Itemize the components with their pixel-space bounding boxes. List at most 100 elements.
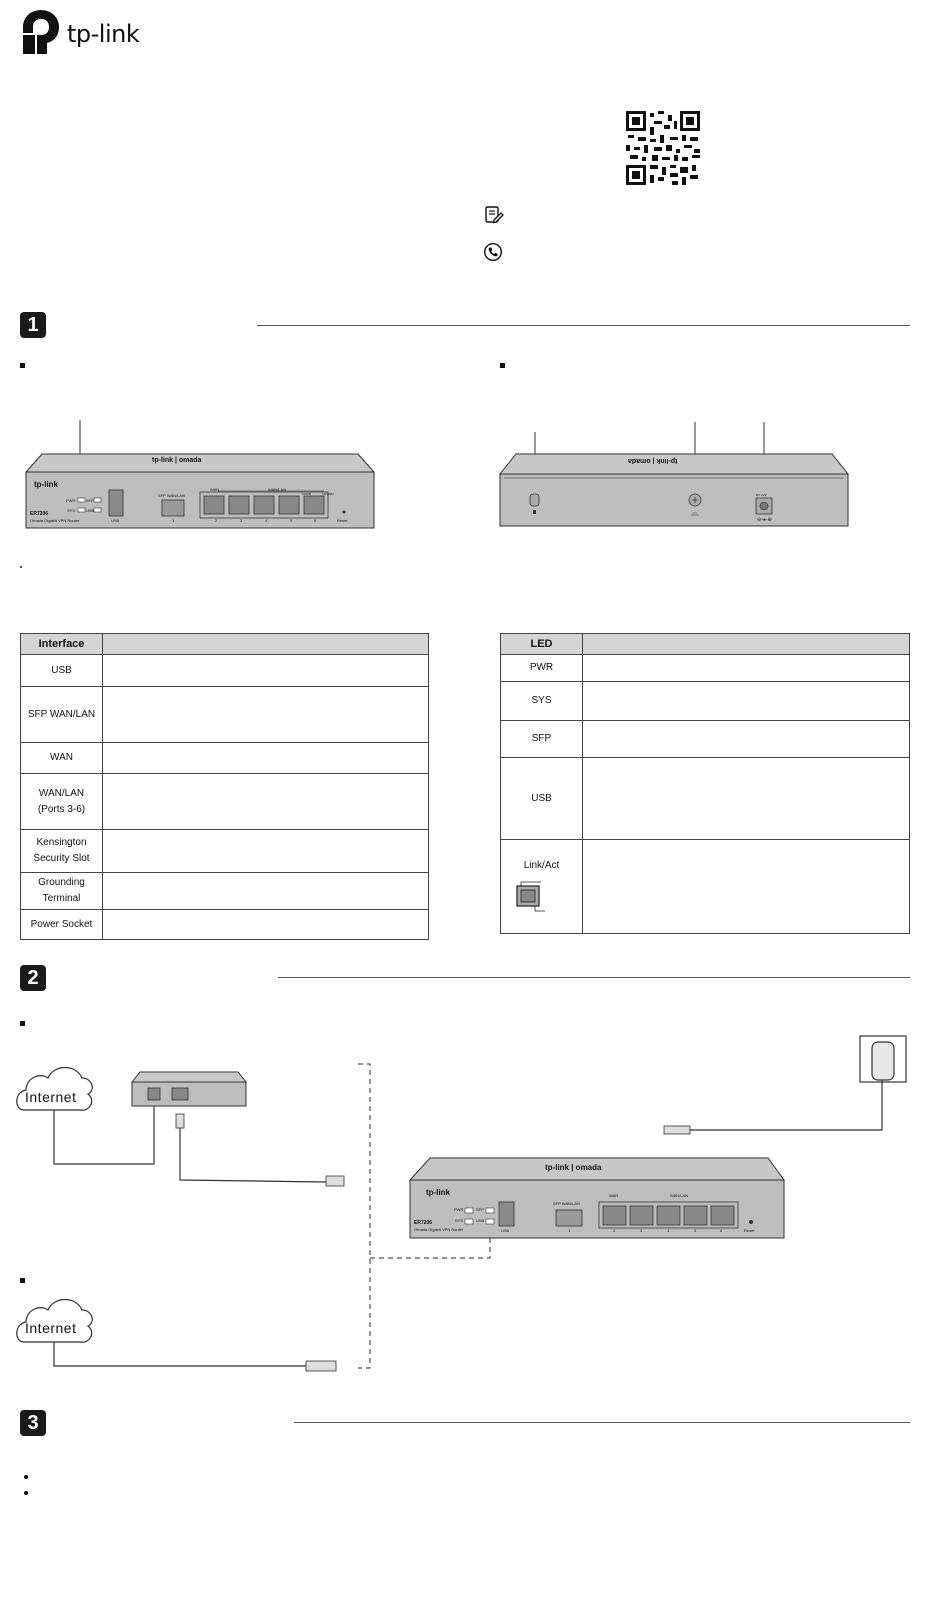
front-note-dot (20, 566, 22, 568)
bullet-3-1 (24, 1475, 28, 1479)
led-name: SYS (500, 681, 583, 721)
led-name: SFP (500, 720, 583, 758)
router-model: ER7206 (414, 1220, 433, 1226)
cloud-label-1: Internet (25, 1089, 77, 1105)
tp-link-logo (23, 10, 59, 54)
interface-description (102, 909, 429, 940)
router-port-4: 4 (667, 1228, 670, 1233)
connection-diagram (16, 1035, 907, 1372)
led-row: USB (500, 757, 910, 840)
interface-row: SFP WAN/LAN (20, 686, 429, 743)
section-1-rule (257, 325, 910, 326)
router-led-sys: SYS (455, 1218, 464, 1223)
router-led-pwr: PWR (454, 1207, 464, 1212)
interface-description (102, 742, 429, 774)
port-led-icon (516, 881, 545, 912)
front-port-3: 3 (240, 518, 243, 523)
front-led-sfp: SFP (86, 498, 94, 503)
bullet-rear (500, 363, 505, 368)
interface-row: USB (20, 654, 429, 687)
led-row: SYS (500, 681, 910, 721)
phone-icon (483, 242, 503, 262)
router-usb-label: USB (501, 1228, 510, 1233)
led-row: SFP (500, 720, 910, 758)
note-edit-icon (485, 206, 504, 224)
front-wanlan-label: WAN/LAN (268, 487, 287, 492)
interface-description (102, 829, 429, 873)
router-port-2: 2 (613, 1228, 616, 1233)
router-port-1: 1 (568, 1228, 571, 1233)
rear-power-symbol: ⊖-●-⊕ (757, 517, 772, 523)
front-port-4: 4 (265, 518, 268, 523)
front-top-brand: tp-link | omada (152, 457, 202, 464)
interface-description (102, 773, 429, 830)
interface-name: Power Socket (20, 909, 103, 940)
router-port-5: 5 (694, 1228, 697, 1233)
interface-description (102, 654, 429, 687)
front-speed-1000: 1000M (302, 492, 312, 496)
interface-name: USB (20, 654, 103, 687)
front-port-6: 6 (314, 518, 317, 523)
rear-power-label: DC 12V (756, 493, 767, 497)
interface-row: WAN (20, 742, 429, 774)
logo-text: tp-link (67, 20, 140, 48)
led-description (582, 757, 910, 840)
router-top-brand: tp-link | omada (545, 1163, 602, 1172)
front-model-desc: Omada Gigabit VPN Router (30, 518, 80, 523)
led-name: Link/Act (500, 839, 583, 934)
front-sfp-label: SFP WAN/LAN (158, 493, 185, 498)
rear-panel-illustration (498, 422, 850, 527)
router-port-3: 3 (640, 1228, 643, 1233)
led-description (582, 654, 910, 682)
front-port-2: 2 (215, 518, 218, 523)
led-row: Link/Act (500, 839, 910, 934)
router-wanlan-label: WAN/LAN (670, 1193, 689, 1198)
led-description (582, 681, 910, 721)
front-port-5: 5 (290, 518, 293, 523)
interface-name: SFP WAN/LAN (20, 686, 103, 743)
interface-name: WAN/LAN(Ports 3-6) (20, 773, 103, 830)
interface-col-header: Interface (20, 633, 103, 655)
interface-name: WAN (20, 742, 103, 774)
router-brand: tp-link (426, 1188, 450, 1197)
cloud-label-2: Internet (25, 1320, 77, 1336)
front-usb-label: USB (111, 518, 120, 523)
router-reset-label: Reset (744, 1228, 755, 1233)
led-row: PWR (500, 654, 910, 682)
interface-row: Power Socket (20, 909, 429, 940)
router-port-6: 6 (720, 1228, 723, 1233)
section-2-badge: 2 (20, 965, 46, 991)
router-model-desc: Omada Gigabit VPN Router (414, 1227, 464, 1232)
bullet-3-2 (24, 1491, 28, 1495)
bullet-connection-2 (20, 1278, 25, 1283)
router-led-sfp: SFP (476, 1207, 484, 1212)
router-sfp-label: SFP WAN/LAN (553, 1201, 580, 1206)
qr-code (626, 111, 700, 185)
front-model: ER7206 (30, 511, 49, 517)
front-speed-100: 10/100M (322, 492, 334, 496)
interface-desc-col-header (102, 633, 429, 655)
section-2-rule (278, 977, 910, 978)
front-led-sys: SYS (67, 508, 76, 513)
led-desc-col-header (582, 633, 910, 655)
section-3-badge: 3 (20, 1410, 46, 1436)
front-brand: tp-link (34, 480, 58, 489)
led-name: PWR (500, 654, 583, 682)
interface-description (102, 686, 429, 743)
led-description (582, 720, 910, 758)
led-name: USB (500, 757, 583, 840)
front-led-usb: USB (86, 508, 95, 513)
section-3-rule (294, 1422, 910, 1423)
led-col-header: LED (500, 633, 583, 655)
front-wan-label: WAN (210, 487, 220, 492)
front-reset-label: Reset (337, 518, 348, 523)
bullet-front (20, 363, 25, 368)
router-wan-label: WAN (609, 1193, 619, 1198)
led-description (582, 839, 910, 934)
